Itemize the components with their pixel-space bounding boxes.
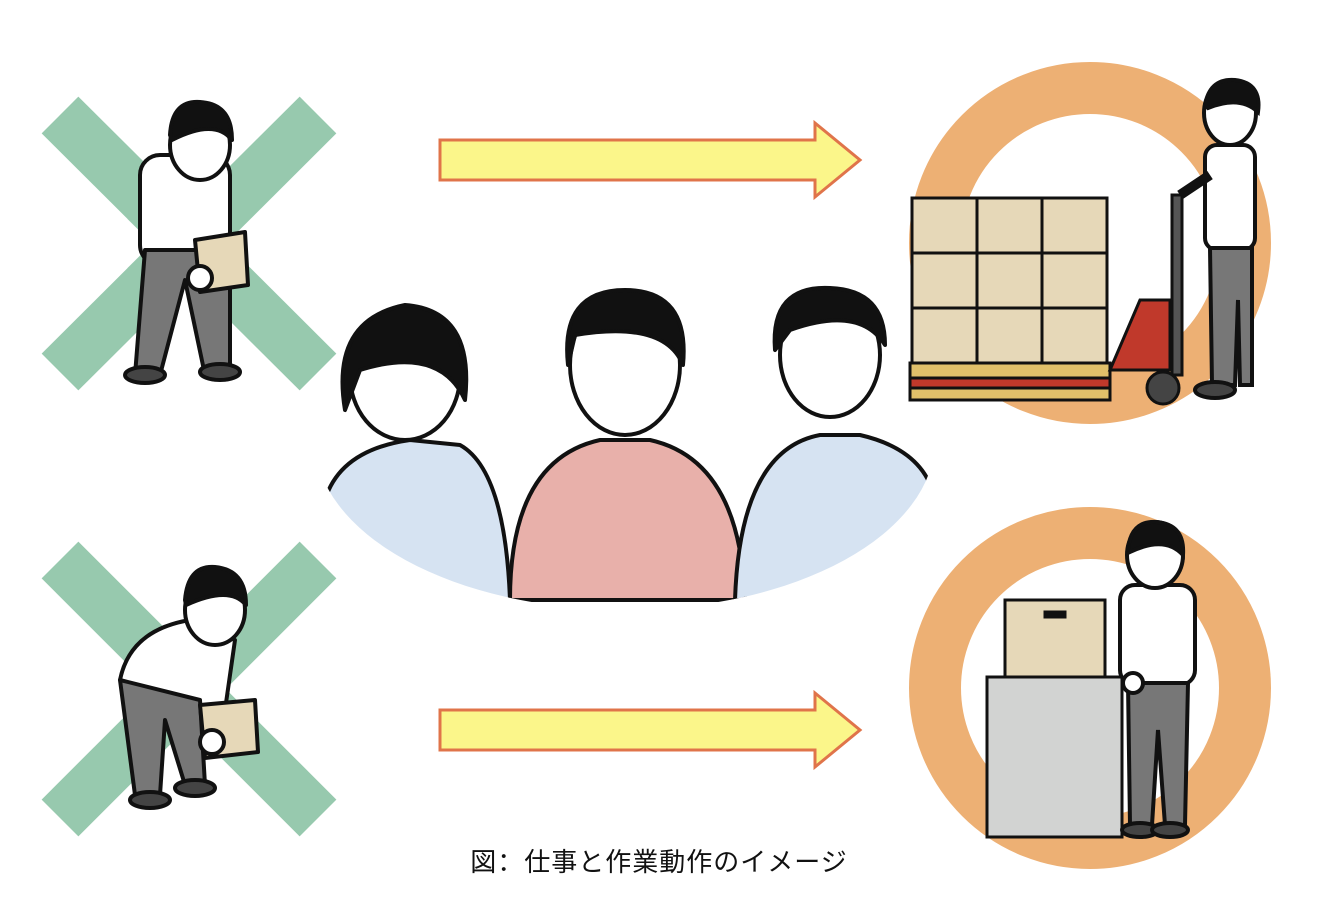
worker-bending-strained-bottom — [118, 564, 260, 810]
figure-caption: 図：仕事と作業動作のイメージ — [470, 848, 848, 878]
pallet-jack-with-boxes — [908, 193, 1184, 406]
worker-pushing-cart — [1118, 519, 1197, 839]
worker-lifting-strained-top — [123, 99, 250, 385]
care-staff-and-elder-group — [323, 285, 935, 610]
cart-with-box — [985, 598, 1124, 839]
arrow-bottom — [438, 689, 863, 771]
good-posture-circle-bottom — [909, 507, 1271, 869]
arrow-top — [438, 119, 863, 201]
worker-pulling-jack — [1177, 77, 1261, 400]
